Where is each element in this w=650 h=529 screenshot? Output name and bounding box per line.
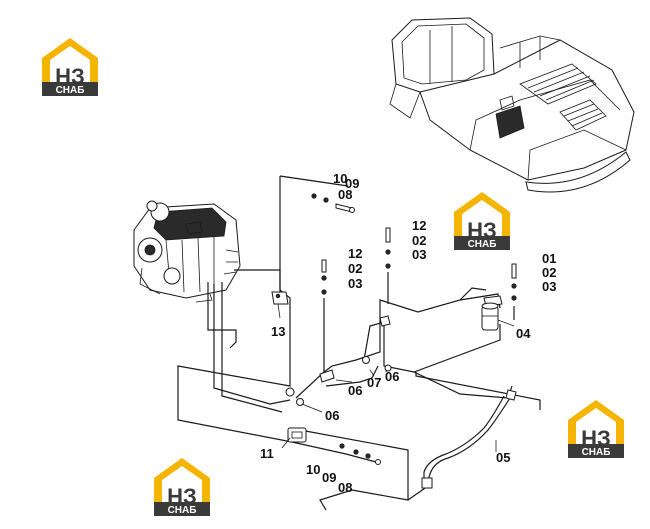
mid-fastener-stack: [321, 259, 327, 295]
logo-caption: СНАБ: [582, 447, 611, 458]
label-right-washer: 02: [542, 265, 556, 280]
label-top-washer: 09: [345, 176, 359, 191]
logo-watermark: НЗ СНАБ: [154, 458, 210, 516]
logo-watermark: НЗ СНАБ: [568, 400, 624, 458]
label-top-nut: 08: [338, 187, 352, 202]
logo-watermark: НЗ СНАБ: [454, 192, 510, 250]
label-plate: 11: [260, 446, 274, 461]
label-upper-bolt: 12: [412, 218, 426, 233]
hose-fittings: [421, 389, 517, 489]
label-mid-bolt: 12: [348, 246, 362, 261]
logo-caption: СНАБ: [168, 505, 197, 516]
label-hose: 05: [496, 450, 510, 465]
label-upper-nut: 03: [412, 247, 426, 262]
label-bottom-washer: 09: [322, 470, 336, 485]
logo-caption: СНАБ: [468, 239, 497, 250]
engine-assembly: [133, 200, 241, 303]
leader-lines: [277, 303, 515, 452]
right-fastener-stack: [511, 263, 517, 301]
label-upper-washer: 02: [412, 233, 426, 248]
label-bracket: 13: [271, 324, 285, 339]
label-clamp-b: 07: [367, 375, 381, 390]
plate-part: [287, 427, 307, 443]
filter-part: [481, 295, 503, 331]
excavator-upper-structure: [389, 17, 635, 193]
label-mid-nut: 03: [348, 276, 362, 291]
label-filter: 04: [516, 326, 531, 341]
label-right-nut: 03: [542, 279, 556, 294]
label-clamp-a: 06: [348, 383, 362, 398]
label-bottom-nut: 08: [338, 480, 352, 495]
bracket-part: [271, 291, 289, 305]
logo-watermark: НЗ СНАБ: [42, 38, 98, 96]
label-top-screw: 10: [333, 171, 347, 186]
part-labels: 10 09 08 12 02 03 12 02 03 01 02 03 13 0…: [260, 171, 556, 495]
label-mid-washer: 02: [348, 261, 362, 276]
top-fastener-stack: [311, 193, 355, 213]
upper-fastener-stack: [385, 227, 391, 269]
label-clamp-c: 06: [385, 369, 399, 384]
bottom-fastener-stack: [339, 443, 381, 465]
label-bottom-screw: 10: [306, 462, 320, 477]
label-right-bolt: 01: [542, 251, 556, 266]
clamp-parts: [285, 315, 392, 406]
label-clamp-d: 06: [325, 408, 339, 423]
logo-caption: СНАБ: [56, 85, 85, 96]
